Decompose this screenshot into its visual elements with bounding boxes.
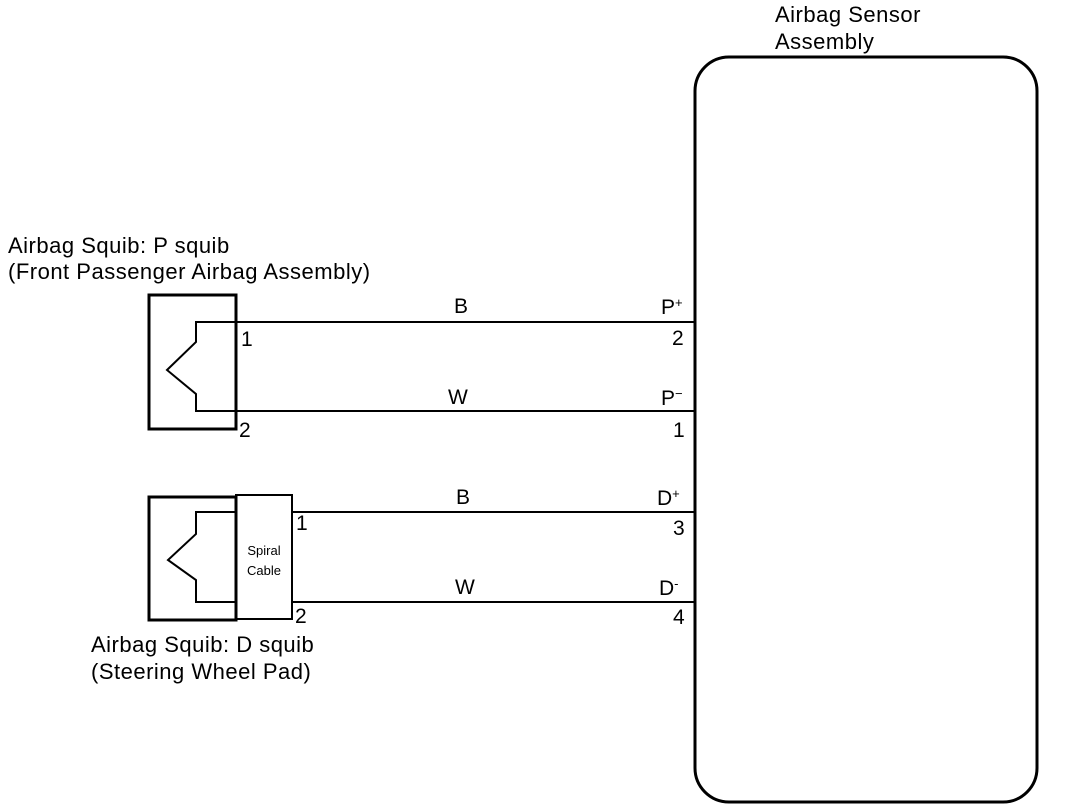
d-squib-title-line2: (Steering Wheel Pad): [91, 659, 311, 684]
terminal-name: P: [661, 387, 675, 410]
terminal-polarity: −: [675, 386, 683, 401]
p-squib-pin-1: 1: [241, 328, 253, 351]
d-squib-pin-2: 2: [295, 605, 307, 628]
spiral-cable-label-line1: Spiral: [247, 543, 280, 558]
terminal-label-p-plus: P+: [661, 295, 683, 319]
p-squib-title-line1: Airbag Squib: P squib: [8, 233, 230, 258]
p-squib-element-icon: [165, 321, 236, 412]
sensor-pin-number: 1: [673, 419, 685, 442]
terminal-name: D: [659, 577, 674, 600]
sensor-pin-number: 3: [673, 517, 685, 540]
sensor-pin-number: 2: [672, 327, 684, 350]
sensor-assembly-box: [693, 55, 1039, 804]
d-squib-title-line1: Airbag Squib: D squib: [91, 632, 314, 657]
terminal-label-p-minus: P−: [661, 386, 683, 410]
spiral-cable-label-line2: Cable: [247, 563, 281, 578]
wire-color-label: B: [456, 486, 470, 509]
terminal-label-d-plus: D+: [657, 486, 680, 510]
terminal-polarity: +: [672, 486, 680, 501]
terminal-polarity: -: [674, 576, 678, 591]
p-squib-title-line2: (Front Passenger Airbag Assembly): [8, 259, 371, 284]
terminal-polarity: +: [675, 295, 683, 310]
wire-color-label: W: [448, 386, 468, 409]
terminal-name: P: [661, 296, 675, 319]
terminal-name: D: [657, 487, 672, 510]
sensor-pin-number: 4: [673, 606, 685, 629]
d-squib-element-icon: [166, 511, 236, 603]
p-squib-pin-2: 2: [239, 419, 251, 442]
d-squib-pin-1: 1: [296, 512, 308, 535]
terminal-label-d-minus: D-: [659, 576, 679, 600]
p-squib-housing: [147, 293, 238, 431]
sensor-assembly-title-line1: Airbag Sensor: [775, 2, 921, 27]
sensor-assembly-title-line2: Assembly: [775, 29, 874, 54]
wire-color-label: B: [454, 295, 468, 318]
spiral-cable-box: [235, 494, 293, 620]
wire-color-label: W: [455, 576, 475, 599]
